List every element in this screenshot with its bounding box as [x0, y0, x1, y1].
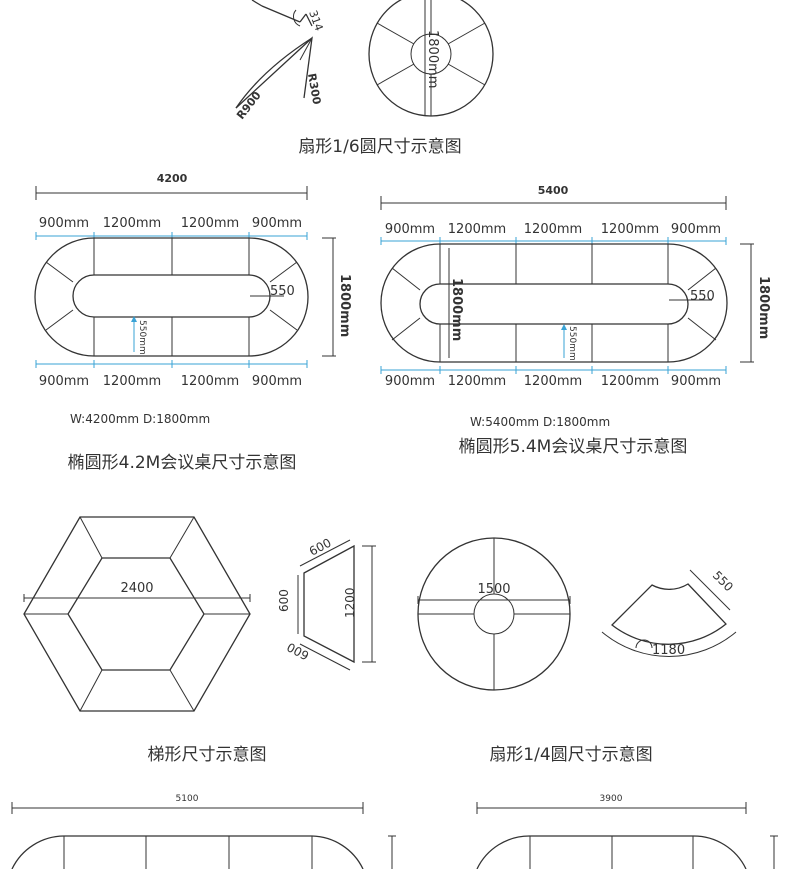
- hexagon-spokes: [24, 516, 250, 712]
- trapezoid-top-dimline: [299, 539, 351, 567]
- oval-54-seg-bot-2: 1200mm: [448, 374, 506, 389]
- oval-54-total: 5400: [538, 184, 569, 197]
- trapezoid-shape: [303, 544, 355, 664]
- dim-r300: R300: [305, 72, 323, 106]
- quarter-sector-arc-dim: [601, 631, 737, 657]
- sector-piece-lower-arc: [235, 37, 313, 109]
- hexagon-size: 2400: [120, 581, 153, 596]
- dim-314-ghost: ⌒: [318, 0, 329, 9]
- sector-piece-upper-arc: [292, 9, 301, 27]
- oval-42-inner-v: 550mm: [137, 320, 147, 355]
- oval-42-inner: [72, 274, 271, 318]
- caption-oval-42: 椭圆形4.2M会议桌尺寸示意图: [68, 453, 297, 473]
- quarter-circle-dividers: [418, 538, 570, 690]
- caption-oval-54: 椭圆形5.4M会议桌尺寸示意图: [459, 437, 688, 457]
- caption-sector-sixth: 扇形1/6圆尺寸示意图: [298, 137, 461, 157]
- oval-42-wd: W:4200mm D:1800mm: [70, 412, 210, 426]
- oval-54-blue-arrow: [561, 324, 567, 330]
- oval-42-seg-top-4: 900mm: [252, 216, 302, 231]
- bottom-right-total: 3900: [600, 794, 623, 804]
- oval-54-inner-depth: 1800mm: [449, 278, 464, 341]
- oval-42-seg-bot-4: 900mm: [252, 374, 302, 389]
- quarter-sector-width: 550: [710, 568, 736, 594]
- oval-54-blue-top: [380, 237, 727, 245]
- caption-hexagon: 梯形尺寸示意图: [148, 745, 267, 765]
- dim-1800-sixth: 1800mm: [425, 30, 440, 88]
- bottom-left-oval: [11, 835, 364, 869]
- oval-54-depth-dimline: [740, 243, 754, 363]
- quarter-sector-width-dim: [689, 569, 731, 611]
- oval-54-seg-bot-3: 1200mm: [524, 374, 582, 389]
- oval-42-depth: 1800mm: [337, 274, 352, 337]
- oval-42-seg-bot-2: 1200mm: [103, 374, 161, 389]
- oval-42-diagram: 4200 900mm 1200mm 1200mm 900mm 550 550mm…: [34, 172, 352, 426]
- oval-42-blue-top: [35, 232, 308, 240]
- bottom-right-depth: [770, 835, 778, 869]
- circle-quarter-diagram: 1500 550 1180: [417, 537, 737, 691]
- bottom-left-dimline: [11, 802, 364, 814]
- oval-42-seg-bot-1: 900mm: [39, 374, 89, 389]
- oval-42-total-dimline: [35, 186, 308, 200]
- hexagon-inner: [67, 557, 205, 671]
- oval-54-wd: W:5400mm D:1800mm: [470, 415, 610, 429]
- oval-54-total-dimline: [380, 196, 727, 210]
- bottom-left-dividers: [63, 836, 313, 869]
- caption-circle-quarter: 扇形1/4圆尺寸示意图: [489, 745, 652, 765]
- oval-54-blue-bottom: [380, 366, 727, 374]
- sixth-circle-dividers: [376, 0, 486, 116]
- hexagon-diagram: 2400: [23, 516, 251, 712]
- oval-42-blue-arrow: [131, 316, 137, 322]
- trapezoid-right: 1200: [343, 587, 357, 618]
- trapezoid-bottom-dimline: [299, 643, 351, 671]
- oval-54-seg-bot-1: 900mm: [385, 374, 435, 389]
- oval-42-seg-top-1: 900mm: [39, 216, 89, 231]
- oval-54-diagram: 5400 900mm 1200mm 1200mm 1200mm 900mm 18…: [380, 184, 771, 429]
- trapezoid-bottom: 600: [285, 640, 312, 663]
- oval-54-dividers: [391, 244, 717, 362]
- oval-54-inner-v: 550mm: [567, 326, 577, 361]
- oval-42-inner: 550: [270, 284, 295, 299]
- oval-54-inner: 550: [690, 289, 715, 304]
- trapezoid-right-dimline: [362, 545, 376, 663]
- oval-54-seg-top-5: 900mm: [671, 222, 721, 237]
- quarter-sector: [611, 583, 727, 645]
- quarter-sector-arc: 1180: [652, 643, 685, 658]
- oval-42-seg-top-2: 1200mm: [103, 216, 161, 231]
- oval-54-seg-bot-4: 1200mm: [601, 374, 659, 389]
- quarter-circle-size: 1500: [477, 582, 510, 597]
- oval-54-seg-top-1: 900mm: [385, 222, 435, 237]
- sector-piece-upper: [251, 0, 313, 27]
- oval-54-seg-top-3: 1200mm: [524, 222, 582, 237]
- oval-42-dividers: [45, 238, 298, 356]
- oval-42-blue-bottom: [35, 360, 308, 368]
- oval-54-seg-top-4: 1200mm: [601, 222, 659, 237]
- oval-42-seg-top-3: 1200mm: [181, 216, 239, 231]
- bottom-left-depth: [388, 835, 396, 869]
- oval-42-seg-bot-3: 1200mm: [181, 374, 239, 389]
- sector-piece-lower-edge: [299, 37, 313, 61]
- oval-54-seg-top-2: 1200mm: [448, 222, 506, 237]
- oval-54-depth: 1800mm: [756, 276, 771, 339]
- hexagon-dimline: [23, 594, 251, 602]
- bottom-right-dimline: [476, 802, 747, 814]
- sector-sixth-diagram: 314 ⌒ R300 R900 1800mm: [234, 0, 494, 122]
- oval-42-total: 4200: [157, 172, 188, 185]
- oval-42-depth-dimline: [322, 237, 336, 357]
- bottom-right-dividers: [529, 836, 694, 869]
- oval-54-seg-bot-5: 900mm: [671, 374, 721, 389]
- trapezoid-diagram: 600 600 600 1200: [277, 536, 376, 671]
- bottom-left-total: 5100: [176, 794, 199, 804]
- bottom-ovals: 5100 3900: [11, 794, 778, 869]
- quarter-circle-dimline: [417, 596, 571, 604]
- dim-314: 314: [306, 9, 325, 33]
- trapezoid-left: 600: [277, 589, 291, 612]
- quarter-sector-arc-marker: [635, 639, 653, 649]
- oval-54-outline: [380, 243, 728, 363]
